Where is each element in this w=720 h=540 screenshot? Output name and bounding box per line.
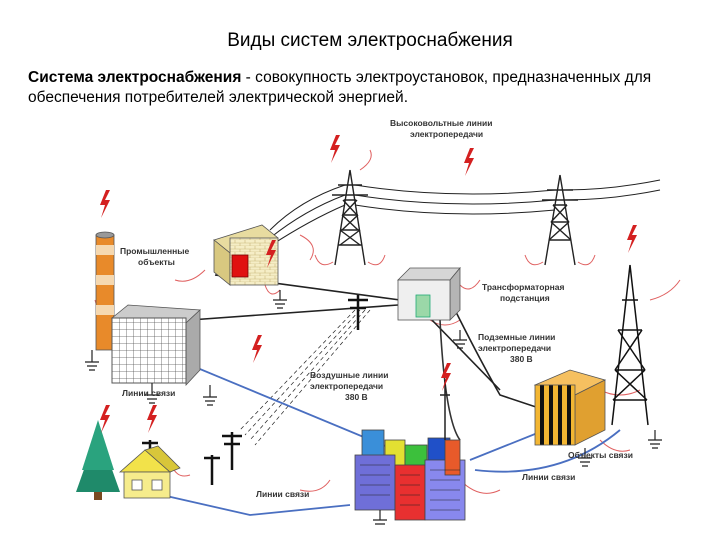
underground-line <box>439 319 461 441</box>
label-industrial-1: Промышленные <box>120 246 190 256</box>
definition-text: Система электроснабжения - совокупность … <box>28 68 708 108</box>
label-overhead-3: 380 В <box>345 392 368 402</box>
page-title: Виды систем электроснабжения <box>227 30 513 51</box>
radio-mast <box>611 264 649 426</box>
label-industrial-2: объекты <box>138 257 175 267</box>
label-hv-lines-1: Высоковольтные линии <box>390 118 492 128</box>
label-hv-lines-2: электропередачи <box>410 129 483 139</box>
city-buildings <box>354 380 466 521</box>
transmission-tower-left <box>332 169 368 266</box>
high-voltage-lines <box>269 179 661 247</box>
label-comm-lines-left: Линии связи <box>122 388 175 398</box>
definition-body: - совокупность электроустановок, предназ… <box>28 69 652 106</box>
label-underground-3: 380 В <box>510 354 533 364</box>
transformer-substation <box>397 266 461 321</box>
label-substation-2: подстанция <box>500 293 550 303</box>
label-substation-1: Трансформаторная <box>482 282 564 292</box>
factory-chimney <box>95 231 115 351</box>
ground-symbols <box>85 290 662 525</box>
definition-term: Система электроснабжения <box>28 69 242 86</box>
overhead-lines-380 <box>239 309 371 446</box>
label-comm-lines-right: Линии связи <box>522 472 575 482</box>
lightning-icons <box>100 135 637 433</box>
label-underground-1: Подземные линии <box>478 332 555 342</box>
utility-poles <box>142 295 368 485</box>
label-underground-2: электропередачи <box>478 343 551 353</box>
door-icon <box>231 254 249 278</box>
door-icon <box>415 294 431 318</box>
label-overhead-2: электропередачи <box>310 381 383 391</box>
house-icon <box>118 445 181 499</box>
diagram-labels: Высоковольтные линии электропередачи Про… <box>120 118 633 499</box>
label-comm-lines-bottom: Линии связи <box>256 489 309 499</box>
factory-building <box>110 304 201 387</box>
communications-building <box>533 369 607 446</box>
transmission-tower-right <box>542 174 578 266</box>
label-comm-objects: Объекты связи <box>568 450 633 460</box>
label-overhead-1: Воздушные линии <box>310 370 388 380</box>
tree-icon <box>76 420 120 500</box>
